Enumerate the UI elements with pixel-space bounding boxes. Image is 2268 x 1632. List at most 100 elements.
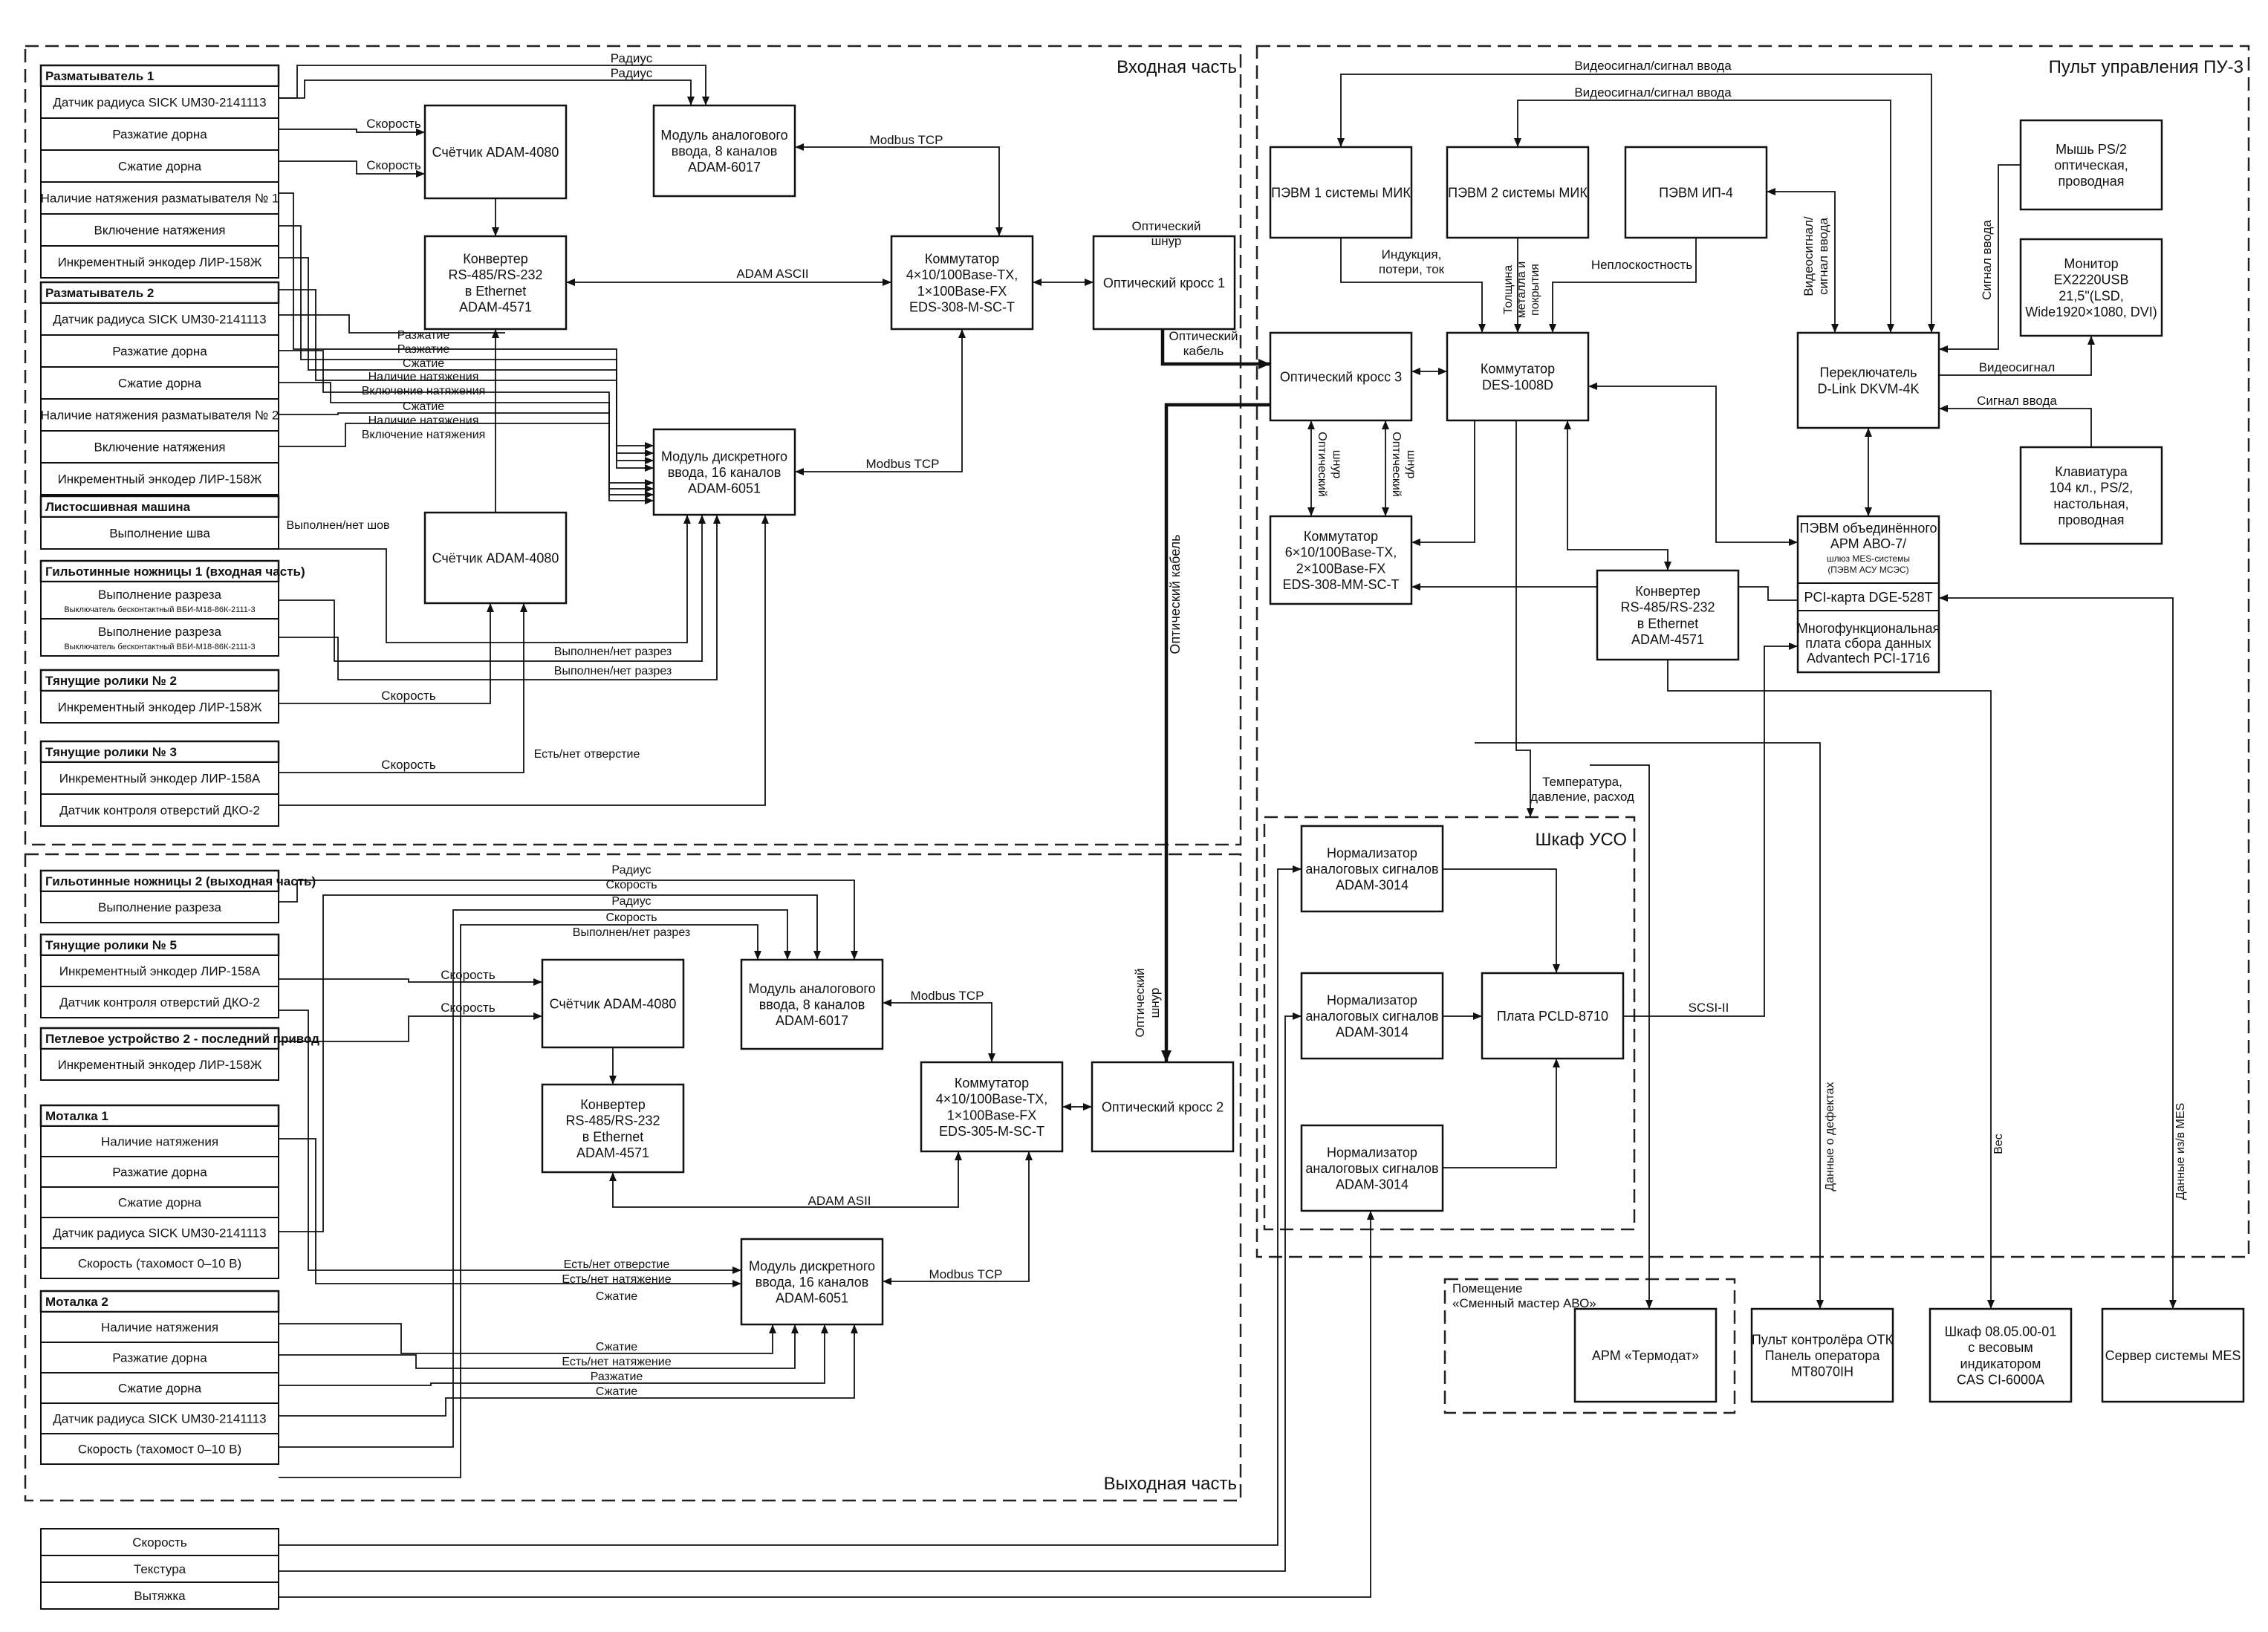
sensor-group-header: Гильотинные ножницы 1 (входная часть) bbox=[39, 559, 305, 583]
connection-line bbox=[279, 1323, 773, 1354]
connection-line bbox=[279, 909, 788, 1448]
labels-adam-ascii-text: ADAM ASCII bbox=[736, 267, 808, 281]
sensor-group-header: Тянущие ролики № 5 bbox=[39, 933, 280, 957]
sensor-label: Датчик контроля отверстий ДКО-2 bbox=[59, 995, 260, 1010]
device-label-line: Коммутатор bbox=[1304, 529, 1378, 544]
device-label-line: Пульт контролёра ОТК bbox=[1752, 1332, 1894, 1347]
connection-line bbox=[1939, 408, 2092, 447]
connection-line bbox=[279, 515, 703, 662]
sensor-group-title: Разматыватель 1 bbox=[45, 69, 154, 83]
in-counter-box: Счётчик ADAM-4080 bbox=[423, 104, 568, 200]
connection-line bbox=[279, 515, 718, 680]
arrowhead bbox=[416, 129, 425, 136]
arrowhead bbox=[732, 1267, 741, 1274]
output-section-border bbox=[24, 853, 1242, 1502]
labels-radius-text: Радиус bbox=[611, 66, 653, 80]
connection-line bbox=[279, 423, 654, 501]
device-label-line: ADAM-3014 bbox=[1336, 878, 1408, 893]
sensor-row: Датчик контроля отверстий ДКО-2 bbox=[40, 793, 279, 827]
connection-line bbox=[279, 160, 425, 175]
device-label-line: 2×100Base-FX bbox=[1296, 561, 1386, 576]
arrowhead bbox=[698, 515, 706, 524]
connection-line bbox=[279, 1324, 855, 1417]
device-label-line: в Ethernet bbox=[465, 284, 527, 299]
arrowhead bbox=[1664, 562, 1671, 570]
arrowhead bbox=[416, 170, 425, 178]
sensor-group-header: Петлевое устройство 2 - последний привод bbox=[39, 1027, 319, 1050]
connection-line bbox=[279, 382, 654, 490]
arrowhead bbox=[645, 497, 654, 504]
arrowhead bbox=[1161, 1050, 1172, 1062]
arrowhead bbox=[883, 999, 891, 1007]
sensor-label: Датчик контроля отверстий ДКО-2 bbox=[59, 804, 260, 818]
connection-line bbox=[883, 1151, 1030, 1282]
sensor-row: Инкрементный энкодер ЛИР-158А bbox=[40, 955, 279, 987]
device-label-line: ADAM-6017 bbox=[776, 1013, 848, 1028]
connection-line bbox=[279, 868, 1302, 1546]
arrowhead bbox=[645, 457, 654, 464]
pcld-box: Плата PCLD-8710 bbox=[1481, 972, 1625, 1060]
arrowhead bbox=[1293, 865, 1302, 873]
sensor-row: Датчик радиуса SICK UM30-2141113 bbox=[40, 1402, 279, 1434]
labels-modbus-text: Modbus TCP bbox=[911, 989, 984, 1003]
sensor-label: Разжатие дорна bbox=[112, 1166, 207, 1180]
sensor-row: Скорость (тахомост 0–10 В) bbox=[40, 1433, 279, 1465]
connection-line bbox=[1340, 74, 1932, 333]
connection-line bbox=[612, 1151, 959, 1208]
device-label-line: ПЭВМ ИП-4 bbox=[1659, 185, 1733, 200]
sensor-label: Скорость (тахомост 0–10 В) bbox=[78, 1257, 241, 1271]
device-label-line: ПЭВМ 1 системы МИК bbox=[1271, 185, 1411, 200]
sensor-label: Сжатие дорна bbox=[118, 160, 202, 174]
labels-speed-text: Скорость bbox=[381, 758, 436, 772]
connection-line bbox=[279, 1211, 1371, 1598]
connection-line bbox=[795, 146, 1000, 236]
arrowhead bbox=[1887, 324, 1894, 333]
arrowhead bbox=[851, 1324, 858, 1333]
sensor-label: Инкрементный энкодер ЛИР-158А bbox=[59, 772, 261, 786]
connection-line bbox=[279, 314, 505, 334]
device-label-line: EDS-308-MM-SC-T bbox=[1282, 577, 1399, 592]
device-label-line: Wide1920×1080, DVI) bbox=[2025, 305, 2157, 319]
device-label-line: Монитор bbox=[2064, 256, 2118, 271]
device-label-line: Переключатель bbox=[1820, 365, 1917, 380]
sensor-row: Датчик контроля отверстий ДКО-2 bbox=[40, 986, 279, 1018]
multifunction-board-line: Многофункциональная bbox=[1797, 621, 1940, 636]
sensor-label: Сжатие дорна bbox=[118, 377, 202, 391]
monitor-box: МониторEX2220USB21,5"(LSD,Wide1920×1080,… bbox=[2019, 238, 2163, 337]
sensor-group-title: Гильотинные ножницы 2 (выходная часть) bbox=[45, 874, 316, 888]
device-label-line: 1×100Base-FX bbox=[947, 1108, 1037, 1122]
arrowhead bbox=[821, 1324, 828, 1333]
device-label-line: ADAM-4571 bbox=[576, 1145, 649, 1160]
sensor-label: Скорость (тахомост 0–10 В) bbox=[78, 1443, 241, 1457]
labels-razzh-text: Разжатие bbox=[397, 329, 450, 342]
bottom-signal-row: Скорость bbox=[40, 1528, 279, 1556]
sensor-row: Разжатие дорна bbox=[40, 334, 279, 368]
arrowhead bbox=[645, 464, 654, 472]
labels-speed-text: Скорость bbox=[605, 911, 657, 924]
sensor-group-title: Листосшивная машина bbox=[45, 500, 191, 514]
device-label-line: Коммутатор bbox=[925, 252, 999, 267]
pc-mik2-box: ПЭВМ 2 системы МИК bbox=[1446, 146, 1590, 239]
device-label-line: ADAM-6051 bbox=[776, 1291, 848, 1306]
device-label-line: 21,5"(LSD, bbox=[2059, 288, 2123, 303]
connection-line bbox=[279, 880, 855, 960]
bottom-signal-row: Вытяжка bbox=[40, 1581, 279, 1610]
device-label-line: Коммутатор bbox=[955, 1076, 1029, 1090]
device-label-line: Счётчик ADAM-4080 bbox=[432, 145, 559, 160]
connection-line bbox=[1340, 238, 1483, 333]
device-label-line: EDS-308-M-SC-T bbox=[909, 299, 1015, 314]
device-label-line: ADAM-6051 bbox=[688, 481, 761, 496]
device-label-line: DES-1008D bbox=[1482, 377, 1553, 392]
arrowhead bbox=[492, 227, 499, 236]
labels-szh-text: Сжатие bbox=[403, 400, 444, 413]
arrowhead bbox=[761, 515, 769, 524]
sensor-group-title: Тянущие ролики № 5 bbox=[45, 938, 177, 952]
opt-kabel-1-text: кабель bbox=[1183, 344, 1224, 358]
arm-label-line: АРМ АВО-7/ bbox=[1830, 536, 1906, 551]
device-label-line: ввода, 16 каналов bbox=[668, 465, 782, 480]
labels-radius-text: Радиус bbox=[611, 895, 651, 908]
arrowhead bbox=[1645, 1300, 1653, 1309]
